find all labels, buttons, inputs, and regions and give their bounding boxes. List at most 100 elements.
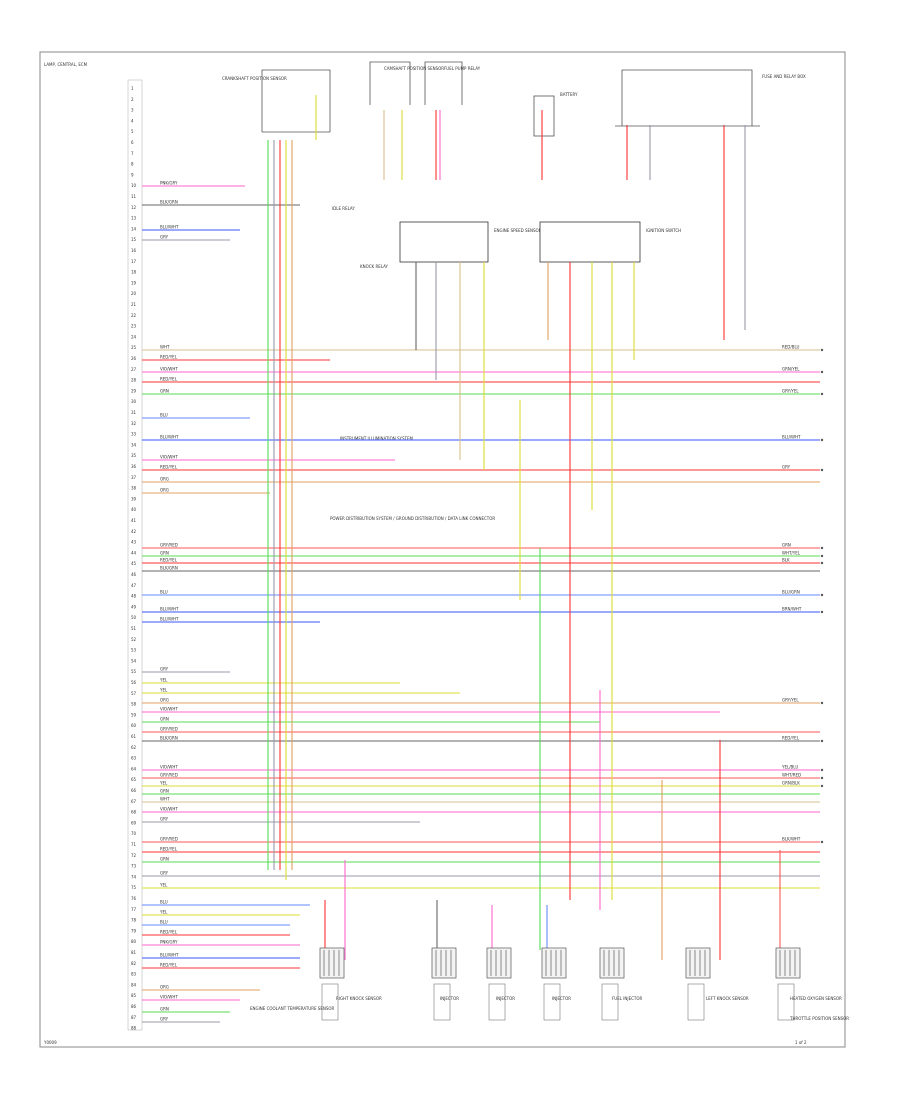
right-wire-label: GRY <box>782 465 791 470</box>
ecm-pin-number: 33 <box>131 432 137 437</box>
wire-color-label: GRN <box>160 1007 169 1012</box>
ecm-pin-number: 23 <box>131 324 137 329</box>
ecm-pin-number: 65 <box>131 777 137 782</box>
wire-color-label: VIO/WHT <box>160 807 178 812</box>
terminal-dot <box>820 701 824 705</box>
right-wire-label: BLK <box>782 558 790 563</box>
wire-color-label: RED/YEL <box>160 465 178 470</box>
knock-relay: KNOCK RELAY <box>360 264 389 269</box>
right-wire-label: WHT/YEL <box>782 551 801 556</box>
wire-color-label: VIO/WHT <box>160 995 178 1000</box>
ecm-pin-number: 88 <box>131 1026 137 1031</box>
ecm-pin-number: 75 <box>131 885 137 890</box>
left-knock-label: LEFT KNOCK SENSOR <box>706 996 749 1001</box>
ecm-pin-number: 31 <box>131 410 137 415</box>
wire-color-label: BLK/GRN <box>160 566 178 571</box>
wire-color-label: BLU <box>160 920 168 925</box>
terminal-dot <box>820 468 824 472</box>
cam-sensor: CAMSHAFT POSITION SENSOR <box>369 61 444 105</box>
wire-color-label: BLU/WHT <box>160 953 179 958</box>
ecm-pin-number: 12 <box>131 205 137 210</box>
ecm-pin-number: 16 <box>131 248 137 253</box>
wire-color-label: BLU/WHT <box>160 617 179 622</box>
wire-color-label: RED/YEL <box>160 963 178 968</box>
ecm-pin-number: 30 <box>131 399 137 404</box>
wire-color-label: WHT <box>160 797 170 802</box>
terminal-dot <box>820 438 824 442</box>
terminal-dot <box>820 739 824 743</box>
wire-color-label: GRY/RED <box>160 837 178 842</box>
wire-color-label: YEL <box>159 678 168 683</box>
ecm-pin-number: 66 <box>131 788 137 793</box>
right-wire-label: BLU/WHT <box>782 435 801 440</box>
power-distribution-note: POWER DISTRIBUTION SYSTEM / GROUND DISTR… <box>330 516 495 521</box>
ecm-pin-number: 6 <box>131 140 134 145</box>
ecm-pin-number: 36 <box>131 464 137 469</box>
wire-color-label: GRY <box>160 871 169 876</box>
ecm-pin-number: 32 <box>131 421 137 426</box>
wire-color-label: GRN <box>160 551 169 556</box>
right-wire-label: YEL/BLU <box>781 765 798 770</box>
svg-text:KNOCK RELAY: KNOCK RELAY <box>360 264 389 269</box>
ecm-pin-number: 69 <box>131 820 137 825</box>
ecm-pin-number: 43 <box>131 540 137 545</box>
ecm-pin-number: 13 <box>131 216 137 221</box>
ecm-pin-number: 26 <box>131 356 137 361</box>
terminal-dot <box>820 546 824 550</box>
ecm-pin-number: 50 <box>131 615 137 620</box>
wire-color-label: VIO/WHT <box>160 367 178 372</box>
ecm-pin-number: 22 <box>131 313 137 318</box>
ecm-pin-number: 9 <box>131 172 134 177</box>
ecm-pin-number: 44 <box>131 550 137 555</box>
ecm-pin-number: 51 <box>131 626 137 631</box>
page-reference: 1 of 2 <box>795 1040 807 1045</box>
bottom-component-labels: ENGINE COOLANT TEMPERATURE SENSOR RIGHT … <box>250 996 849 1021</box>
bottom-connectors <box>319 947 801 1021</box>
right-wire-label: GRN/BLK <box>782 781 800 786</box>
ecm-pin-number: 87 <box>131 1015 137 1020</box>
ecm-pin-number: 74 <box>131 874 137 879</box>
svg-text:IGNITION SWITCH: IGNITION SWITCH <box>646 228 681 233</box>
ecm-pin-number: 19 <box>131 280 137 285</box>
ecm-pin-number: 83 <box>131 972 137 977</box>
coolant-temp-label: ENGINE COOLANT TEMPERATURE SENSOR <box>250 1006 335 1011</box>
wire-color-label: GRY/RED <box>160 773 178 778</box>
ecm-pin-number: 28 <box>131 378 137 383</box>
ecm-pin-number: 38 <box>131 486 137 491</box>
wire-color-label: GRY <box>160 667 169 672</box>
ecm-pin-number: 1 <box>131 86 134 91</box>
ecm-pin-number: 42 <box>131 529 137 534</box>
wire-color-label: GRY/RED <box>160 727 178 732</box>
wire-color-label: GRY <box>160 817 169 822</box>
right-wire-label: GRY/YEL <box>782 698 799 703</box>
wire-color-label: RED/YEL <box>160 355 178 360</box>
instrument-lighting-label: INSTRUMENT ILLUMINATION SYSTEM <box>340 436 413 441</box>
svg-text:ENGINE SPEED SENSOR: ENGINE SPEED SENSOR <box>494 228 542 233</box>
ecm-pin-number: 7 <box>131 151 134 156</box>
right-wire-label: RED/BLU <box>782 345 800 350</box>
wire-color-label: GRN <box>160 717 169 722</box>
wire-color-label: BLU <box>160 590 168 595</box>
ecm-pin-number: 4 <box>131 118 134 123</box>
right-knock-label: RIGHT KNOCK SENSOR <box>336 996 382 1001</box>
ecm-pin-number: 59 <box>131 712 137 717</box>
right-wire-label: BLK/WHT <box>782 837 801 842</box>
ecm-pin-number: 78 <box>131 918 137 923</box>
ecm-pin-number: 58 <box>131 702 137 707</box>
ecm-pin-number: 80 <box>131 939 137 944</box>
ecm-pin-number: 39 <box>131 496 137 501</box>
ecm-pin-number: 3 <box>131 108 134 113</box>
terminal-dot <box>820 593 824 597</box>
footer-label: Y0009 <box>43 1040 57 1045</box>
ecm-pin-number: 55 <box>131 669 137 674</box>
right-wire-label: BLU/GRN <box>782 590 800 595</box>
terminal-dot <box>820 784 824 788</box>
ecm-pin-number: 34 <box>131 442 137 447</box>
svg-text:CRANKSHAFT POSITION SENSOR: CRANKSHAFT POSITION SENSOR <box>222 76 287 81</box>
component-outline <box>433 983 451 1021</box>
injector-1-label: INJECTOR <box>440 996 459 1001</box>
ecm-pin-number: 61 <box>131 734 137 739</box>
ecm-pin-number: 70 <box>131 831 137 836</box>
component-outline <box>687 983 705 1021</box>
